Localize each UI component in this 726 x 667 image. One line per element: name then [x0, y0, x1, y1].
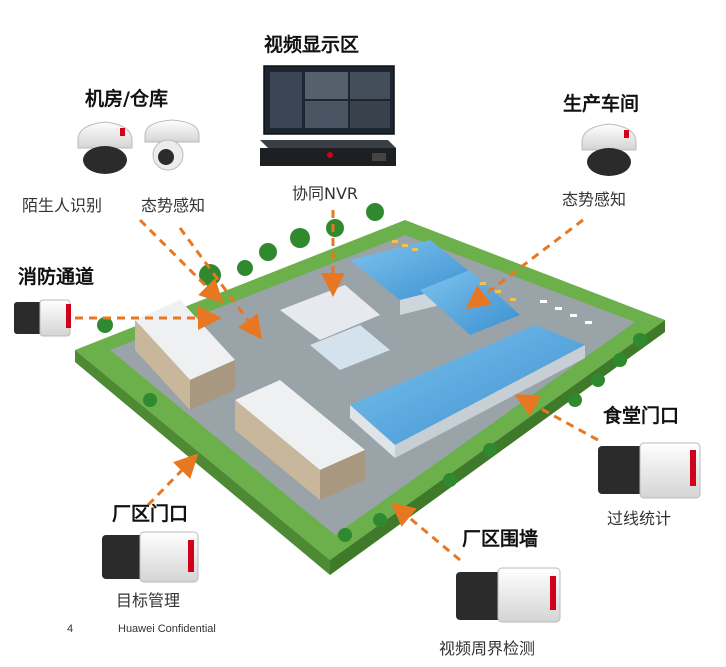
arrow-factory-gate [146, 453, 199, 507]
page-number: 4 [67, 623, 74, 635]
nvr-device [260, 140, 396, 166]
video-wall-monitor [263, 65, 395, 135]
display-zone-title: 视频显示区 [264, 34, 360, 56]
server-room-title: 机房/仓库 [85, 88, 168, 110]
dome-camera-server-room-1 [77, 121, 133, 174]
canteen-gate-title: 食堂门口 [603, 405, 680, 427]
fire-lane-title: 消防通道 [18, 266, 95, 288]
bullet-camera-factory-gate [102, 531, 199, 583]
dome-camera-workshop [581, 123, 637, 176]
bullet-camera-fire-lane [14, 299, 71, 337]
arrow-server-room-1 [138, 218, 224, 304]
bullet-camera-canteen-gate [598, 442, 701, 499]
server-room-caption-2: 态势感知 [141, 196, 206, 215]
perimeter-wall-title: 厂区围墙 [462, 528, 539, 550]
workshop-title: 生产车间 [563, 93, 640, 115]
bullet-camera-perimeter-wall [456, 567, 561, 623]
turret-camera-server-room-2 [144, 119, 200, 171]
server-room-caption-1: 陌生人识别 [22, 196, 103, 215]
perimeter-wall-caption: 视频周界检测 [439, 639, 536, 658]
factory-gate-caption: 目标管理 [116, 591, 181, 610]
arrow-server-room-2 [178, 227, 263, 340]
arrow-workshop [465, 218, 584, 310]
workshop-caption: 态势感知 [562, 190, 627, 209]
factory-gate-title: 厂区门口 [112, 503, 189, 525]
factory-site [75, 203, 665, 575]
display-zone-caption: 协同NVR [292, 184, 359, 203]
canteen-gate-caption: 过线统计 [607, 509, 672, 528]
confidentiality-footer: Huawei Confidential [118, 623, 216, 635]
